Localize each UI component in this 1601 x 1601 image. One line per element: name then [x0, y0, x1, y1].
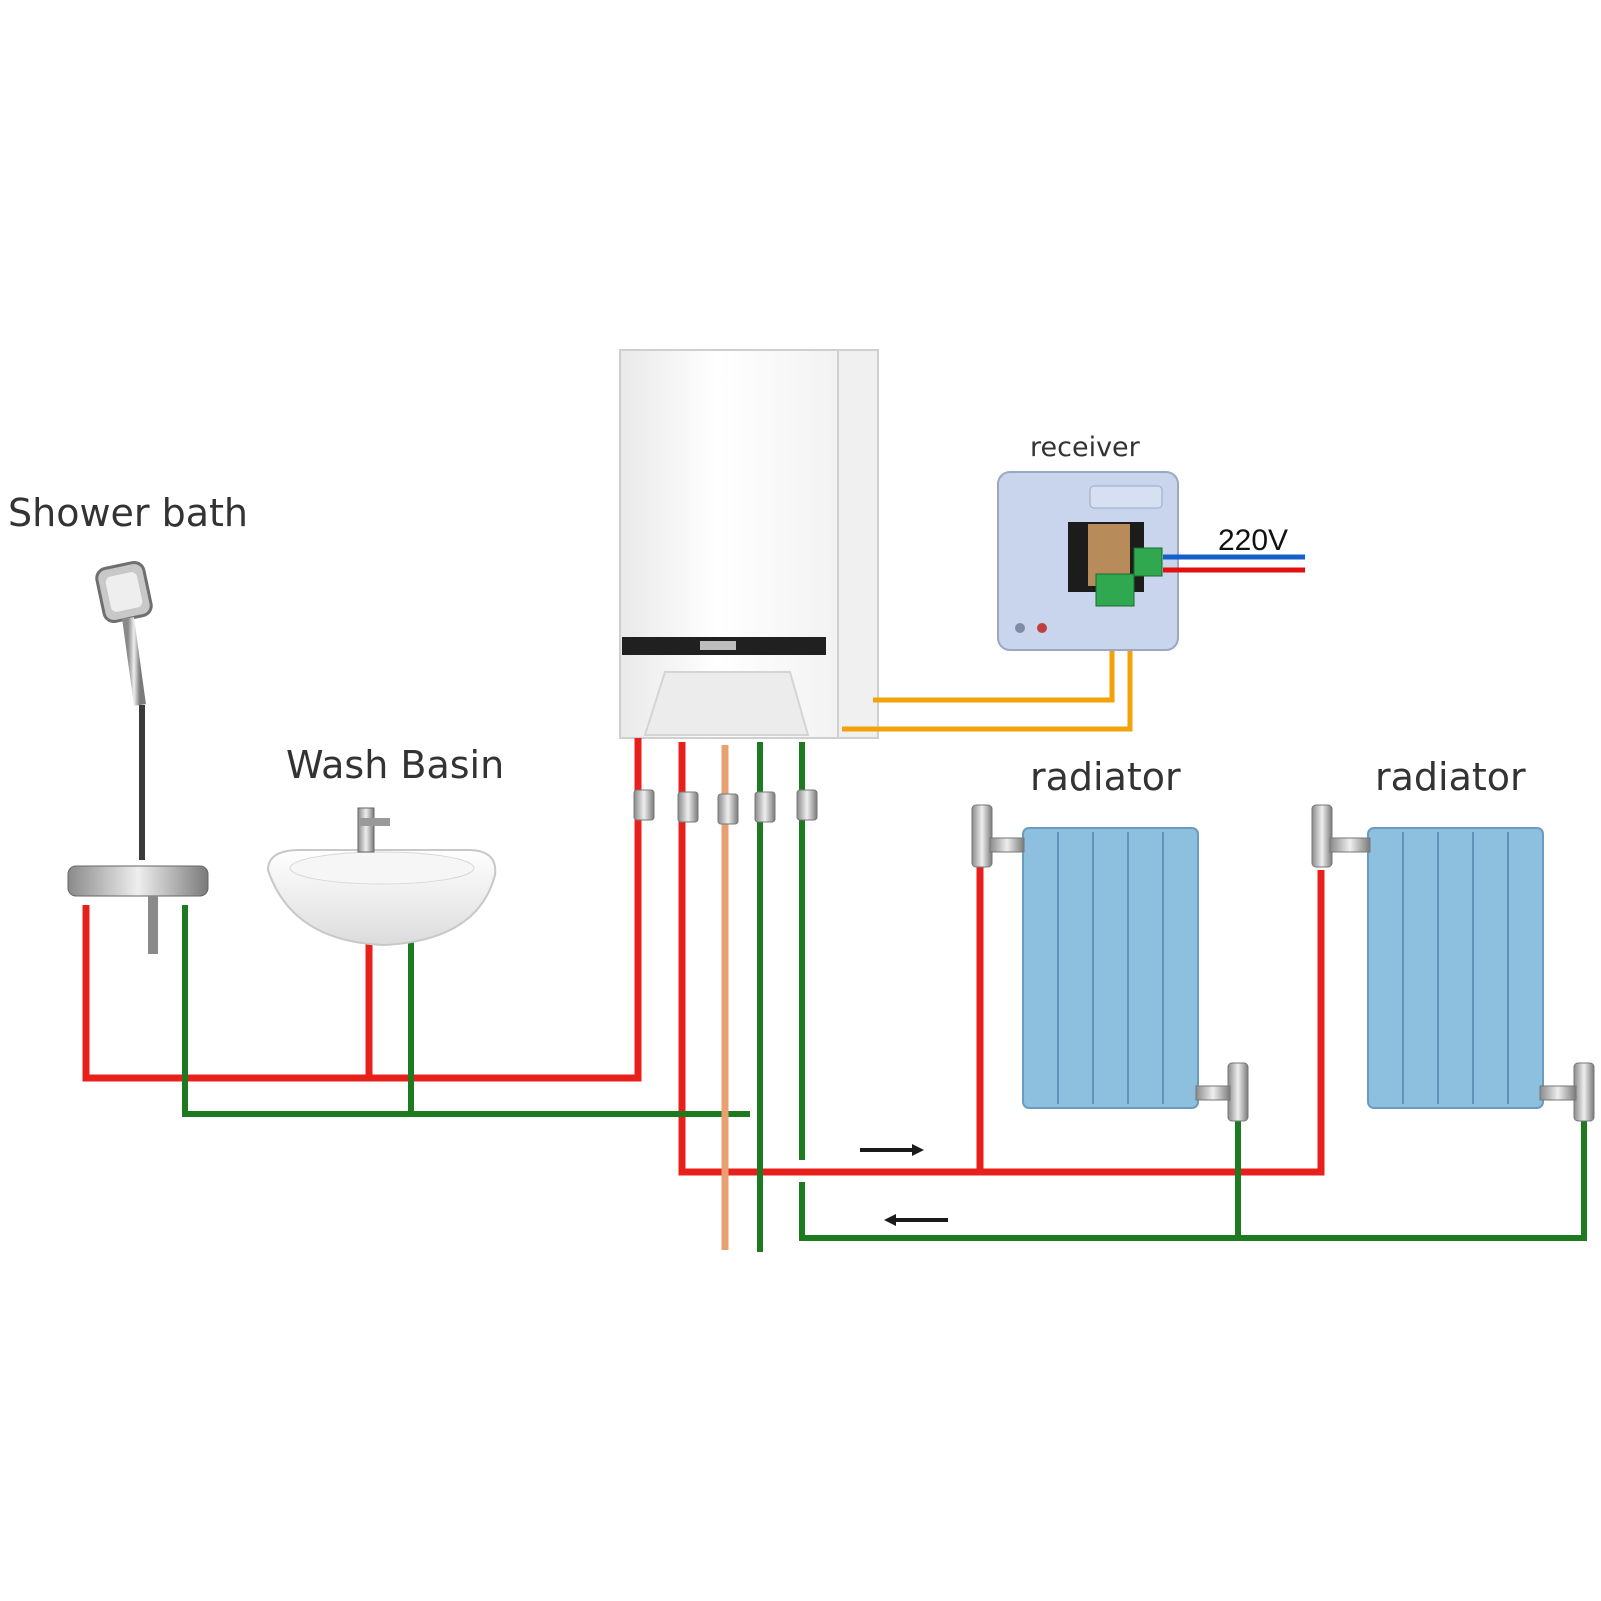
receiver-terminal-2: [1133, 547, 1163, 577]
voltage-label: 220V: [1218, 524, 1288, 557]
radiator-icon: [1367, 827, 1544, 1109]
receiver-module: [997, 471, 1179, 651]
hot-pipe-radiators: [678, 742, 1325, 1176]
radiator-1: [971, 804, 1249, 1122]
basin-faucet-lever: [360, 818, 390, 826]
shower-head-face: [105, 572, 143, 612]
radiator-2-label: radiator: [1375, 755, 1526, 799]
radiator-2-valve-bottom: [1573, 1062, 1595, 1122]
shower-mixer-icon: [67, 865, 209, 897]
flow-arrow-icon: [884, 1214, 948, 1226]
boiler: [619, 349, 879, 739]
hot-water-pipes: [82, 738, 1325, 1176]
flow-arrows: [860, 1144, 948, 1226]
shower-handle: [122, 617, 146, 706]
radiator-icon: [1022, 827, 1199, 1109]
receiver-top-slot: [1089, 485, 1163, 509]
wash-basin: [266, 807, 497, 947]
boiler-valves: [633, 789, 818, 825]
radiator-1-label: radiator: [1030, 755, 1181, 799]
mains-wires: [1163, 554, 1305, 573]
radiator-2: [1311, 804, 1595, 1122]
radiator-2-valve-top: [1311, 804, 1333, 868]
radiator-1-valve-arm: [989, 837, 1025, 853]
shower: [67, 560, 209, 954]
receiver-terminal-1: [1095, 573, 1135, 607]
receiver-led: [1037, 623, 1047, 633]
radiator-1-valve-top: [971, 804, 993, 868]
valve-2: [677, 791, 699, 823]
valve-3: [717, 793, 739, 825]
boiler-logo: [700, 641, 736, 650]
hot-pipe-shower: [82, 738, 642, 1082]
basin-label: Wash Basin: [286, 743, 504, 787]
radiator-2-valve-arm-bottom: [1539, 1085, 1577, 1101]
boiler-lower-cover: [643, 671, 810, 736]
basin-rim: [289, 851, 475, 885]
basin-faucet-icon: [357, 807, 375, 853]
receiver-label: receiver: [1030, 432, 1141, 463]
radiator-2-valve-arm: [1329, 837, 1371, 853]
valve-4: [754, 791, 776, 823]
cold-pipe-shower: [182, 905, 750, 1117]
valve-1: [633, 789, 655, 821]
radiator-1-valve-arm-bottom: [1195, 1085, 1231, 1101]
return-pipe-radiators: [799, 1115, 1587, 1241]
flow-arrow-icon: [860, 1144, 924, 1156]
shower-lever: [148, 896, 158, 954]
receiver-screw-1: [1015, 623, 1025, 633]
shower-label: Shower bath: [8, 491, 248, 535]
valve-5: [796, 789, 818, 821]
radiator-1-valve-bottom: [1227, 1062, 1249, 1122]
